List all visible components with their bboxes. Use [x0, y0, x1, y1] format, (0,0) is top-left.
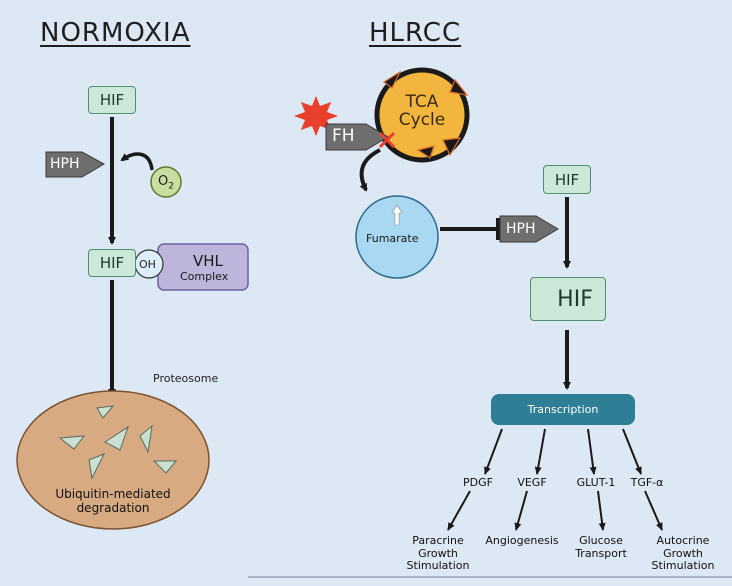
outcome-angiogenesis: Angiogenesis [485, 534, 559, 547]
fumarate-label: Fumarate [366, 232, 419, 245]
gene-tgfa: TGF-α [630, 476, 664, 489]
transcription-label: Transcription [527, 403, 599, 416]
fh-label: FH [332, 126, 355, 146]
degradation-label: Ubiquitin-mediated degradation [55, 487, 171, 515]
fumarate-circle [355, 195, 439, 279]
transcription-box [491, 394, 635, 425]
hph-tag-right [499, 215, 559, 243]
fumarate-up-arrow [391, 204, 403, 226]
arrow-to-fumarate [359, 148, 381, 192]
hif-label: HIF [557, 286, 593, 312]
tca-cycle [374, 67, 470, 163]
tca-label: TCA Cycle [398, 92, 446, 130]
o2-circle [150, 166, 182, 198]
hif-label: HIF [554, 170, 580, 189]
gene-pdgf: PDGF [463, 476, 493, 489]
proteosome-label: Proteosome [153, 372, 219, 385]
outcome-paracrine: Paracrine Growth Stimulation [406, 534, 470, 573]
o2-subscript: 2 [168, 181, 174, 192]
tca-arrowheads [382, 70, 469, 159]
outcome-autocrine: Autocrine Growth Stimulation [651, 534, 715, 573]
fh-block-mark [378, 131, 396, 149]
hlrcc-title: HLRCC [369, 18, 462, 48]
gene-glut1: GLUT-1 [576, 476, 616, 489]
o2-letter: O [158, 174, 169, 189]
gene-arrows [484, 428, 642, 475]
hph-label-right: HPH [506, 221, 536, 237]
oh-label: OH [139, 258, 156, 271]
outcome-arrows [447, 490, 663, 531]
fh-tag [325, 123, 389, 151]
o2-label: O2 [158, 175, 174, 192]
hif-box-top: HIF [88, 86, 136, 114]
normoxia-title: NORMOXIA [40, 18, 191, 48]
peptide-fragments [58, 405, 178, 480]
hif-label: HIF [99, 91, 125, 109]
hif-box-right: HIF [543, 165, 591, 194]
vhl-title: VHL [193, 252, 223, 270]
gene-vegf: VEGF [517, 476, 547, 489]
o2-curve-arrow [120, 152, 154, 171]
vhl-subtitle: Complex [180, 270, 229, 283]
outcome-glucose: Glucose Transport [575, 534, 627, 560]
hif-box-mid: HIF [88, 249, 136, 277]
proteosome [16, 390, 210, 530]
hif-box-elevated: HIF [530, 277, 606, 321]
hph-tag-left [45, 151, 106, 178]
hif-label: HIF [99, 254, 125, 272]
hph-label-left: HPH [50, 156, 80, 172]
